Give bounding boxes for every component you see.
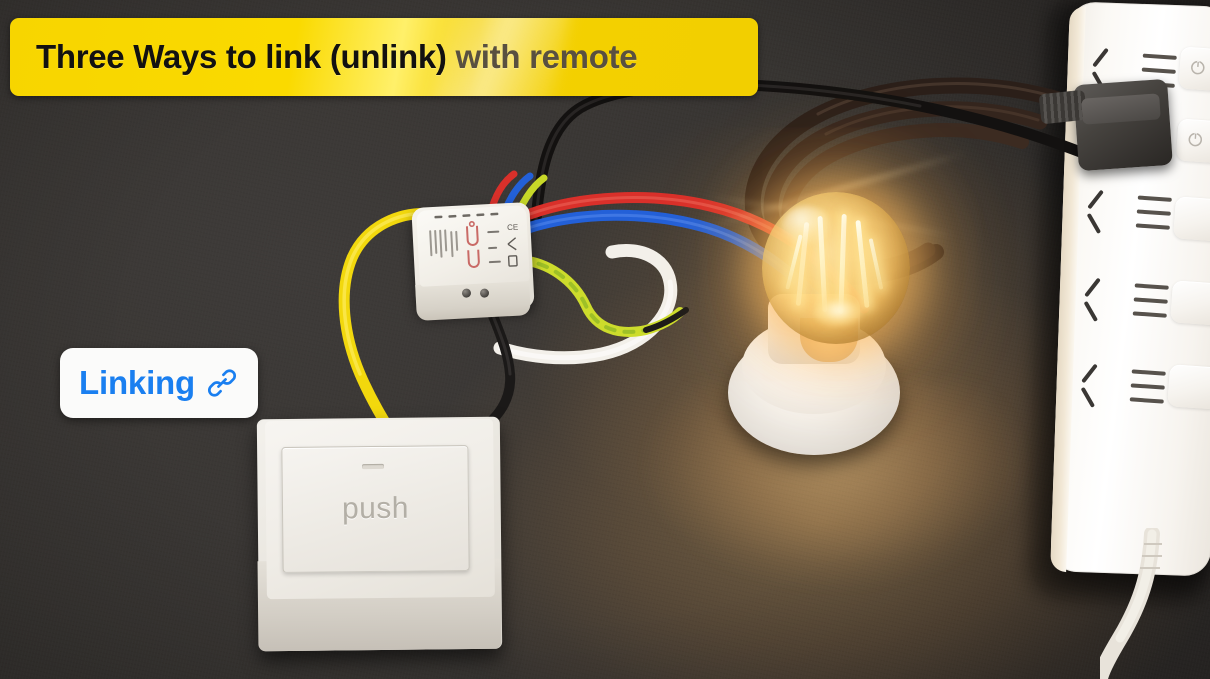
linking-badge-label: Linking (79, 364, 195, 401)
linking-status-badge: Linking (60, 348, 258, 418)
power-icon (1191, 60, 1205, 75)
title-text-primary: Three Ways to link (unlink) (36, 38, 456, 75)
svg-text:CE: CE (507, 223, 519, 233)
smart-switch-module-top-face: CE (416, 205, 530, 287)
module-printed-label: CE (429, 212, 519, 268)
mains-plug-top-face (1081, 93, 1161, 125)
power-strip-button-5[interactable] (1167, 364, 1210, 410)
module-terminal-1 (461, 288, 472, 298)
push-button-label: push (341, 491, 410, 526)
wire-yellow-to-push-button (338, 207, 442, 446)
bulb-filament-core-glow (814, 300, 862, 326)
mains-plug-strain-relief (1038, 89, 1088, 125)
power-strip[interactable] (1050, 1, 1210, 577)
mains-plug[interactable] (1073, 78, 1173, 172)
title-banner: Three Ways to link (unlink) with remote (10, 18, 758, 96)
bulb-filament-6 (868, 238, 884, 290)
power-strip-button-3[interactable] (1173, 196, 1210, 242)
bulb-filament-4 (855, 219, 870, 309)
page-title: Three Ways to link (unlink) with remote (36, 38, 638, 76)
power-strip-button-1[interactable] (1178, 46, 1210, 92)
bulb-specular-highlight (782, 206, 830, 244)
push-button-indicator-led (361, 463, 385, 470)
power-icon (1188, 132, 1203, 147)
title-text-secondary: with remote (455, 38, 638, 75)
module-terminal-2 (479, 288, 490, 298)
power-strip-button-4[interactable] (1170, 280, 1210, 326)
link-chain-icon (207, 369, 236, 397)
module-terminal-group (456, 285, 501, 301)
power-strip-output-cable (1100, 528, 1162, 679)
power-strip-button-2[interactable] (1175, 118, 1210, 164)
wire-earth-yellow-green (515, 255, 689, 337)
